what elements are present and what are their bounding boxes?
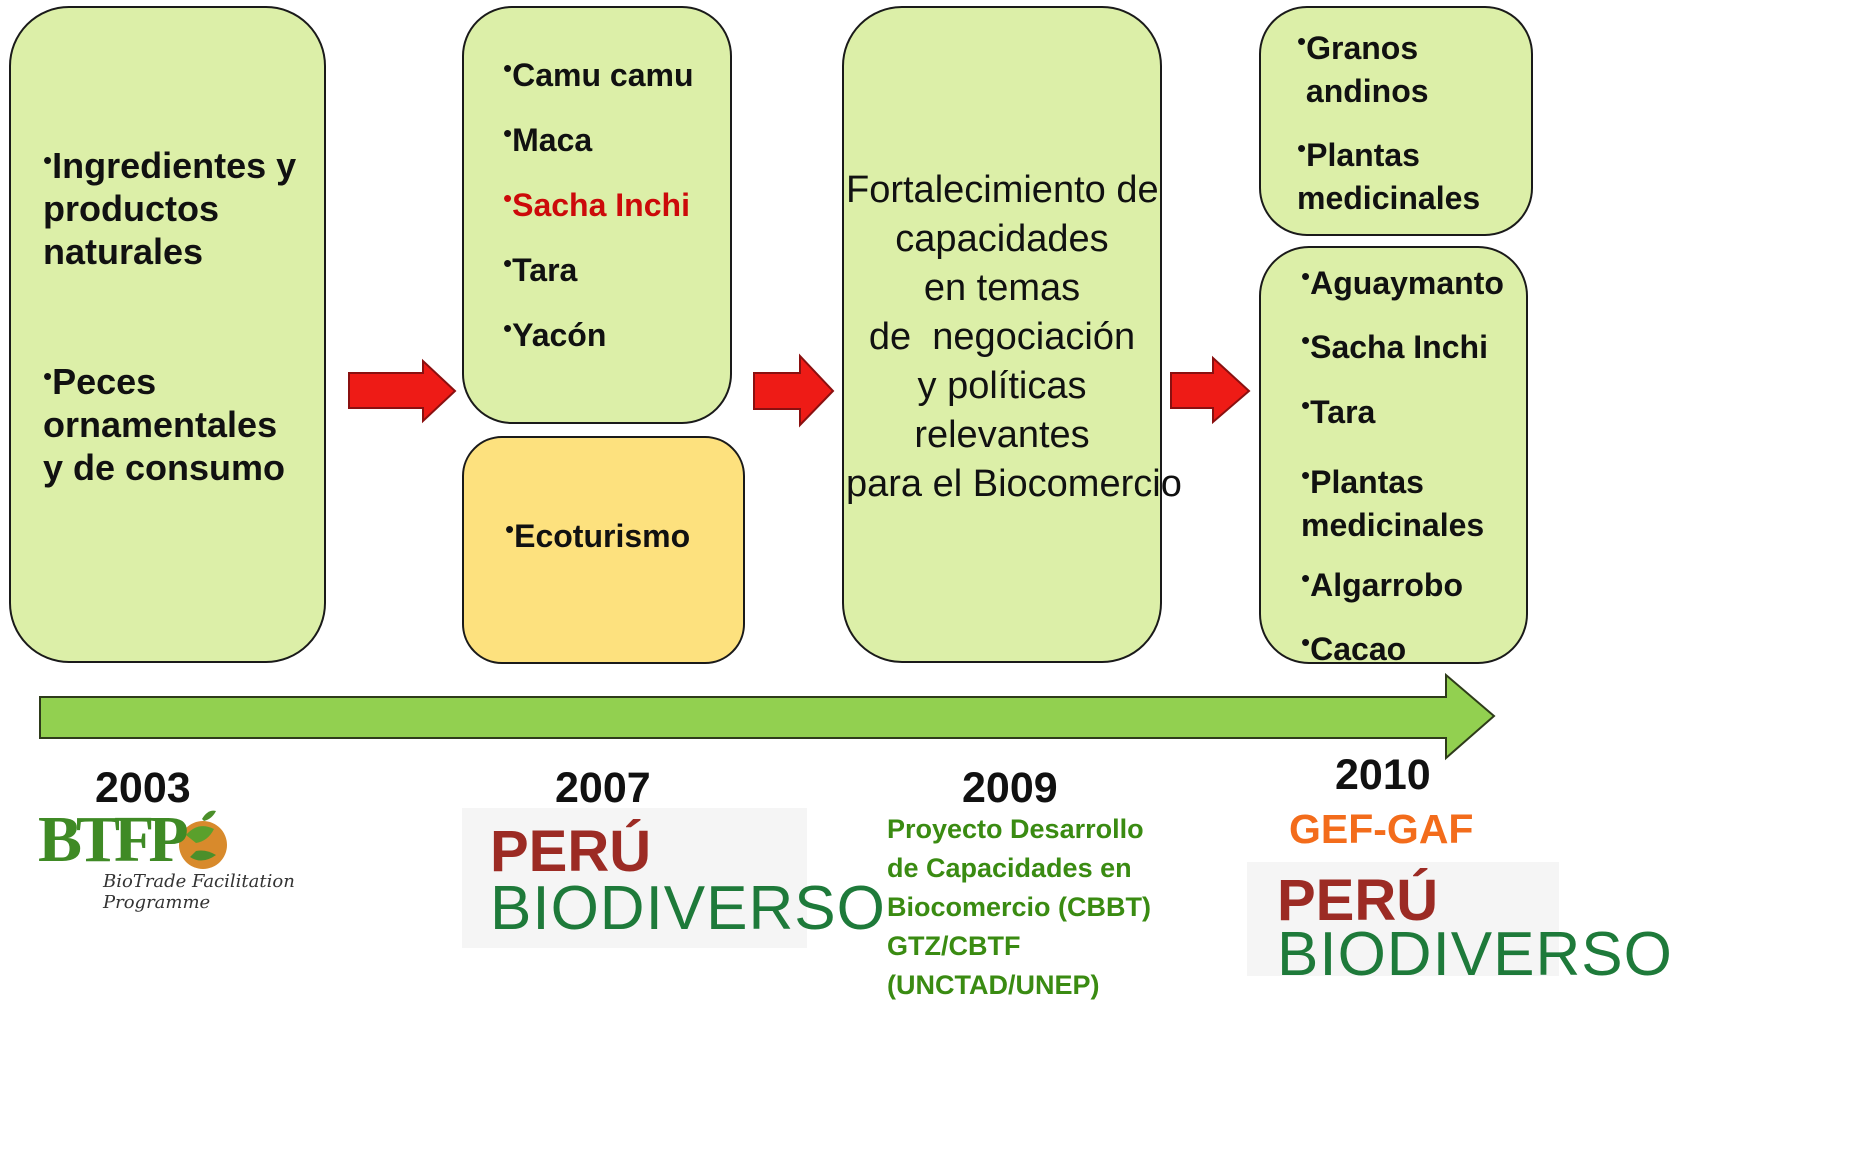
project-2009-text: Proyecto Desarrollo de Capacidades en Bi…: [887, 814, 1152, 1000]
box1-item-1-text: Ingredientes y productos naturales: [43, 145, 297, 273]
box-2007-products: [462, 6, 732, 424]
peru-biodiverso-logo-2010: PERÚ BIODIVERSO: [1247, 862, 1672, 986]
box1-item-2-text: Peces ornamentales y de consumo: [43, 361, 286, 489]
box6-item-5: •Algarrobo: [1301, 563, 1463, 604]
box6-item-1-text: Aguaymanto: [1310, 265, 1504, 302]
box-2003-products: [9, 6, 326, 663]
box6-item-3: •Tara: [1301, 390, 1376, 431]
box1-item-2: •Peces ornamentales y de consumo: [43, 361, 286, 489]
red-arrow-3: [1170, 355, 1251, 425]
btfp-globe-icon: [179, 810, 227, 869]
box2-item-4: •Tara: [503, 248, 578, 289]
box5-item-1: •Granos andinos: [1297, 26, 1429, 110]
box2-item-3-highlight: •Sacha Inchi: [503, 183, 690, 224]
box-2010-top: [1259, 6, 1533, 236]
box2-item-1: •Camu camu: [503, 53, 694, 94]
box3-item-1-text: Ecoturismo: [514, 518, 691, 555]
box-2009-statement: [842, 6, 1162, 663]
peru-biodiverso-logo-2007: PERÚ BIODIVERSO: [462, 808, 885, 948]
box2-item-5: •Yacón: [503, 313, 607, 354]
box5-item-1-text: Granos andinos: [1305, 30, 1429, 110]
box2-item-3-text: Sacha Inchi: [512, 187, 690, 224]
peru-logo-line1: PERÚ: [490, 819, 652, 884]
box6-item-1: •Aguaymanto: [1301, 261, 1504, 302]
org-2010-label: GEF-GAF: [1289, 806, 1474, 852]
btfp-logo-letters: BTFP: [38, 803, 189, 876]
red-arrow-2: [753, 353, 835, 428]
year-2003: 2003: [95, 764, 191, 812]
box6-item-4-text: Plantas medicinales: [1301, 464, 1485, 544]
box2-item-5-text: Yacón: [512, 317, 607, 354]
btfp-logo: BTFP BioTrade Facilitation Programme: [38, 803, 338, 914]
btfp-logo-subtitle: BioTrade Facilitation Programme: [103, 871, 295, 913]
box2-item-1-text: Camu camu: [512, 57, 694, 94]
box4-statement: Fortalecimiento de capacidades en temas …: [846, 169, 1182, 505]
peru-logo-line2: BIODIVERSO: [490, 874, 886, 943]
box-2007-ecoturismo: [462, 436, 745, 664]
red-arrow-1: [348, 358, 457, 424]
year-2007: 2007: [555, 764, 651, 812]
box2-item-2-text: Maca: [512, 122, 593, 159]
box6-item-3-text: Tara: [1310, 394, 1376, 431]
box1-item-1: •Ingredientes y productos naturales: [43, 145, 297, 273]
box3-item-1: •Ecoturismo: [505, 514, 691, 555]
peru-logo-2010-line1: PERÚ: [1277, 868, 1439, 933]
box6-item-2: •Sacha Inchi: [1301, 325, 1488, 366]
box5-item-2-text: Plantas medicinales: [1297, 137, 1481, 217]
box6-item-6-text: Cacao: [1310, 631, 1407, 668]
box6-item-4: •Plantas medicinales: [1301, 460, 1485, 544]
box6-item-6: •Cacao: [1301, 627, 1407, 668]
year-2010: 2010: [1335, 751, 1431, 799]
box2-item-4-text: Tara: [512, 252, 578, 289]
box-2010-bottom: [1259, 246, 1528, 664]
year-2009: 2009: [962, 764, 1058, 812]
box2-item-2: •Maca: [503, 118, 593, 159]
peru-logo-2010-line2: BIODIVERSO: [1277, 920, 1673, 989]
timeline-arrow: [39, 672, 1496, 761]
box6-item-2-text: Sacha Inchi: [1310, 329, 1488, 366]
box5-item-2: •Plantas medicinales: [1297, 133, 1481, 217]
box6-item-5-text: Algarrobo: [1310, 567, 1463, 604]
